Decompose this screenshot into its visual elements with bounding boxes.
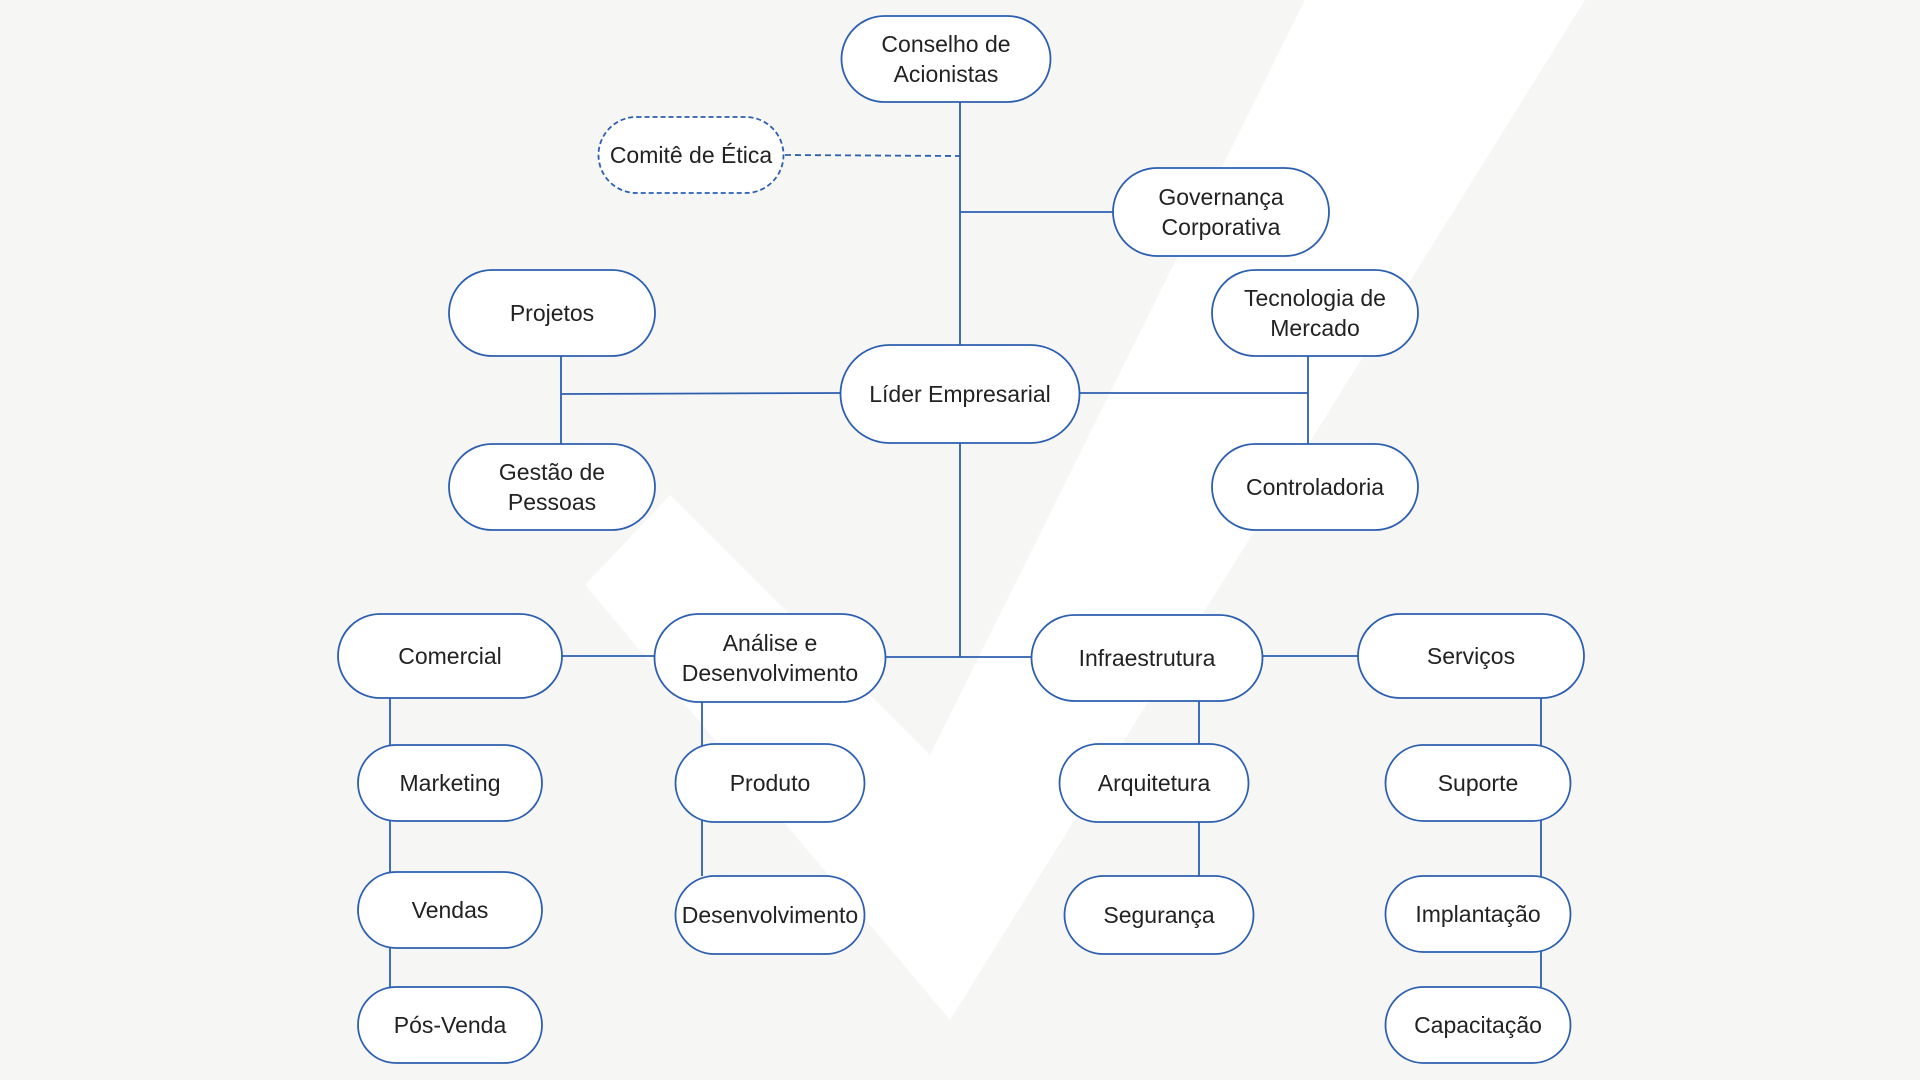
node-capacitacao-label-1: Capacitação xyxy=(1414,1012,1542,1038)
node-arquitetura-shape xyxy=(1058,743,1250,823)
node-capacitacao: Capacitação xyxy=(1384,986,1572,1064)
node-conselho-label-2: Acionistas xyxy=(894,61,999,87)
node-implantacao: Implantação xyxy=(1384,875,1572,953)
node-projetos: Projetos xyxy=(448,269,656,357)
node-vendas: Vendas xyxy=(357,871,543,949)
node-lider-label-1: Líder Empresarial xyxy=(869,381,1051,407)
node-servicos-shape xyxy=(1357,613,1585,699)
node-comercial-label-1: Comercial xyxy=(398,643,502,669)
node-tecnologia-label-2: Mercado xyxy=(1270,315,1359,341)
node-produto-shape xyxy=(674,743,866,823)
connector-line-4 xyxy=(560,392,842,395)
node-gestao: Gestão de Pessoas xyxy=(448,443,656,531)
node-lider: Líder Empresarial xyxy=(839,344,1081,444)
node-conselho: Conselho de Acionistas xyxy=(840,15,1052,103)
node-capacitacao-shape xyxy=(1384,986,1572,1064)
node-produto: Produto xyxy=(674,743,866,823)
node-arquitetura-label-1: Arquitetura xyxy=(1098,770,1211,796)
node-marketing: Marketing xyxy=(357,744,543,822)
node-conselho-label-1: Conselho de xyxy=(881,31,1010,57)
node-comercial: Comercial xyxy=(337,613,563,699)
node-marketing-label-1: Marketing xyxy=(400,770,501,796)
node-arquitetura: Arquitetura xyxy=(1058,743,1250,823)
node-analise-label-2: Desenvolvimento xyxy=(682,660,858,686)
node-vendas-label-1: Vendas xyxy=(412,897,489,923)
node-tecnologia-label-1: Tecnologia de xyxy=(1244,285,1386,311)
node-conselho-shape xyxy=(840,15,1052,103)
node-projetos-label-1: Projetos xyxy=(510,300,594,326)
node-posvenda: Pós-Venda xyxy=(357,986,543,1064)
node-suporte-shape xyxy=(1384,744,1572,822)
node-governanca-label-1: Governança xyxy=(1158,184,1284,210)
node-infraestrutura: Infraestrutura xyxy=(1030,614,1264,702)
node-controladoria-label-1: Controladoria xyxy=(1246,474,1384,500)
node-infraestrutura-shape xyxy=(1030,614,1264,702)
node-marketing-shape xyxy=(357,744,543,822)
node-analise: Análise e Desenvolvimento xyxy=(653,613,887,703)
node-gestao-shape xyxy=(448,443,656,531)
node-servicos: Serviços xyxy=(1357,613,1585,699)
node-desenvolvimento-shape xyxy=(674,875,866,955)
node-analise-label-1: Análise e xyxy=(723,630,818,656)
node-suporte-label-1: Suporte xyxy=(1438,770,1519,796)
node-servicos-label-1: Serviços xyxy=(1427,643,1515,669)
node-comercial-shape xyxy=(337,613,563,699)
node-governanca-label-2: Corporativa xyxy=(1162,214,1281,240)
node-controladoria: Controladoria xyxy=(1211,443,1419,531)
node-suporte: Suporte xyxy=(1384,744,1572,822)
node-analise-shape xyxy=(653,613,887,703)
node-implantacao-shape xyxy=(1384,875,1572,953)
node-vendas-shape xyxy=(357,871,543,949)
node-desenvolvimento-label-1: Desenvolvimento xyxy=(682,902,858,928)
node-infraestrutura-label-1: Infraestrutura xyxy=(1079,645,1216,671)
node-tecnologia-shape xyxy=(1211,269,1419,357)
node-desenvolvimento: Desenvolvimento xyxy=(674,875,866,955)
connector-line-2 xyxy=(784,154,961,157)
node-tecnologia: Tecnologia de Mercado xyxy=(1211,269,1419,357)
node-posvenda-shape xyxy=(357,986,543,1064)
node-gestao-label-1: Gestão de xyxy=(499,459,605,485)
node-gestao-label-2: Pessoas xyxy=(508,489,596,515)
node-comite-shape xyxy=(597,116,785,194)
node-seguranca-shape xyxy=(1063,875,1255,955)
node-governanca-shape xyxy=(1112,167,1330,257)
node-seguranca-label-1: Segurança xyxy=(1103,902,1214,928)
node-controladoria-shape xyxy=(1211,443,1419,531)
node-seguranca: Segurança xyxy=(1063,875,1255,955)
node-produto-label-1: Produto xyxy=(730,770,811,796)
node-projetos-shape xyxy=(448,269,656,357)
node-posvenda-label-1: Pós-Venda xyxy=(394,1012,507,1038)
node-comite-label-1: Comitê de Ética xyxy=(610,142,773,168)
node-lider-shape xyxy=(839,344,1081,444)
node-implantacao-label-1: Implantação xyxy=(1415,901,1540,927)
node-comite: Comitê de Ética xyxy=(597,116,785,194)
